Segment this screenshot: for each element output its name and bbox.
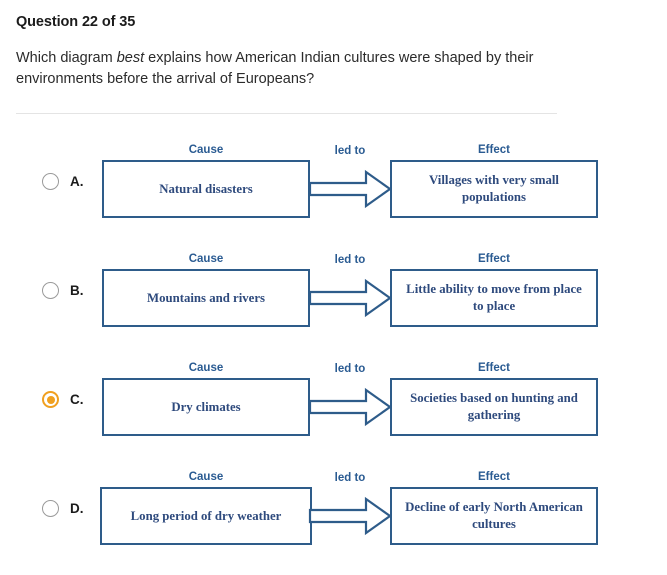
cause-header-a: Cause: [188, 144, 224, 156]
block-arrow-icon-c: [308, 378, 392, 436]
option-letter-a: A.: [70, 174, 84, 189]
cause-box-b: Mountains and rivers: [102, 269, 310, 327]
arrow-label-b: led to: [334, 254, 366, 266]
effect-header-b: Effect: [478, 253, 510, 265]
cause-header-d: Cause: [188, 471, 224, 483]
effect-box-d: Decline of early North American cultures: [390, 487, 598, 545]
effect-header-d: Effect: [478, 471, 510, 483]
cause-box-a: Natural disasters: [102, 160, 310, 218]
answer-option-c[interactable]: C. Cause Effect Dry climates led to Soci…: [0, 350, 667, 459]
question-header: Question 22 of 35: [16, 14, 136, 30]
cause-box-d: Long period of dry weather: [100, 487, 312, 545]
arrow-label-c: led to: [334, 363, 366, 375]
cause-effect-diagram-d: Cause Effect Long period of dry weather …: [0, 459, 667, 568]
effect-header-c: Effect: [478, 362, 510, 374]
radio-button-d[interactable]: [42, 500, 59, 517]
effect-box-b: Little ability to move from place to pla…: [390, 269, 598, 327]
block-arrow-icon-b: [308, 269, 392, 327]
cause-effect-diagram-b: Cause Effect Mountains and rivers led to…: [0, 241, 667, 350]
question-text-part-1: Which diagram: [16, 50, 117, 66]
cause-effect-diagram-a: Cause Effect Natural disasters led to Vi…: [0, 132, 667, 241]
answer-option-a[interactable]: A. Cause Effect Natural disasters led to…: [0, 132, 667, 241]
option-letter-c: C.: [70, 392, 84, 407]
radio-button-a[interactable]: [42, 173, 59, 190]
effect-header-a: Effect: [478, 144, 510, 156]
section-divider: [16, 113, 557, 114]
arrow-label-a: led to: [334, 145, 366, 157]
cause-box-c: Dry climates: [102, 378, 310, 436]
question-text-part-2: explains how American Indian cultures we…: [16, 50, 534, 87]
radio-button-b[interactable]: [42, 282, 59, 299]
block-arrow-icon-a: [308, 160, 392, 218]
effect-box-c: Societies based on hunting and gathering: [390, 378, 598, 436]
cause-effect-diagram-c: Cause Effect Dry climates led to Societi…: [0, 350, 667, 459]
option-letter-b: B.: [70, 283, 84, 298]
question-text: Which diagram best explains how American…: [16, 48, 576, 90]
block-arrow-icon-d: [308, 487, 392, 545]
cause-header-c: Cause: [188, 362, 224, 374]
option-letter-d: D.: [70, 501, 84, 516]
radio-button-c[interactable]: [42, 391, 59, 408]
arrow-label-d: led to: [334, 472, 366, 484]
answer-option-d[interactable]: D. Cause Effect Long period of dry weath…: [0, 459, 667, 568]
question-text-emphasis: best: [116, 50, 145, 66]
answer-options-list: A. Cause Effect Natural disasters led to…: [0, 132, 667, 568]
cause-header-b: Cause: [188, 253, 224, 265]
effect-box-a: Villages with very small populations: [390, 160, 598, 218]
answer-option-b[interactable]: B. Cause Effect Mountains and rivers led…: [0, 241, 667, 350]
